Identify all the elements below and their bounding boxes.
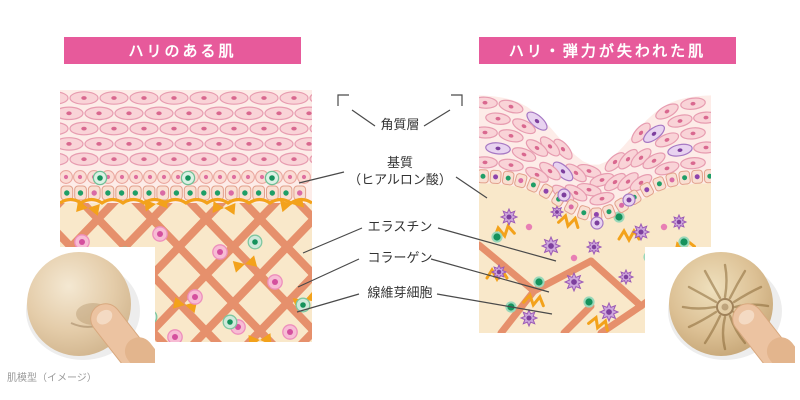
aged-skin-title: ハリ・弾力が失われた肌 <box>508 42 707 60</box>
stratum-corneum-cells <box>479 96 711 206</box>
corneum-bracket-right <box>451 94 463 106</box>
photo-caption: 肌模型（イメージ） <box>7 373 97 384</box>
wrinkled-pad-image <box>645 247 800 399</box>
label-stratum-corneum: 角質層 <box>380 118 420 133</box>
smooth-skin-model-photo <box>5 247 179 399</box>
smooth-pad-image <box>5 247 179 399</box>
aged-skin-title-banner: ハリ・弾力が失われた肌 <box>479 37 736 64</box>
healthy-skin-cross-section-diagram <box>60 90 312 342</box>
pucker-center <box>721 303 729 311</box>
label-fibroblast: 線維芽細胞 <box>367 286 433 301</box>
corneum-bracket-left <box>337 94 349 106</box>
label-collagen: コラーゲン <box>367 251 433 266</box>
wrinkled-skin-model-photo <box>645 247 800 399</box>
basal-layer-cells <box>479 169 711 222</box>
basal-layer-cells <box>60 185 307 201</box>
elastin-junction-wave <box>60 197 312 205</box>
label-elastin: エラスチン <box>367 220 433 235</box>
healthy-skin-title: ハリのある肌 <box>128 42 237 60</box>
label-matrix-line1: 基質 <box>386 156 413 171</box>
stratum-corneum-cells <box>60 91 312 166</box>
label-matrix-line2: （ヒアルロン酸） <box>348 172 452 188</box>
pucker-ring <box>716 298 734 316</box>
healthy-skin-title-banner: ハリのある肌 <box>64 37 301 64</box>
label-matrix: 基質 （ヒアルロン酸） <box>338 156 462 190</box>
